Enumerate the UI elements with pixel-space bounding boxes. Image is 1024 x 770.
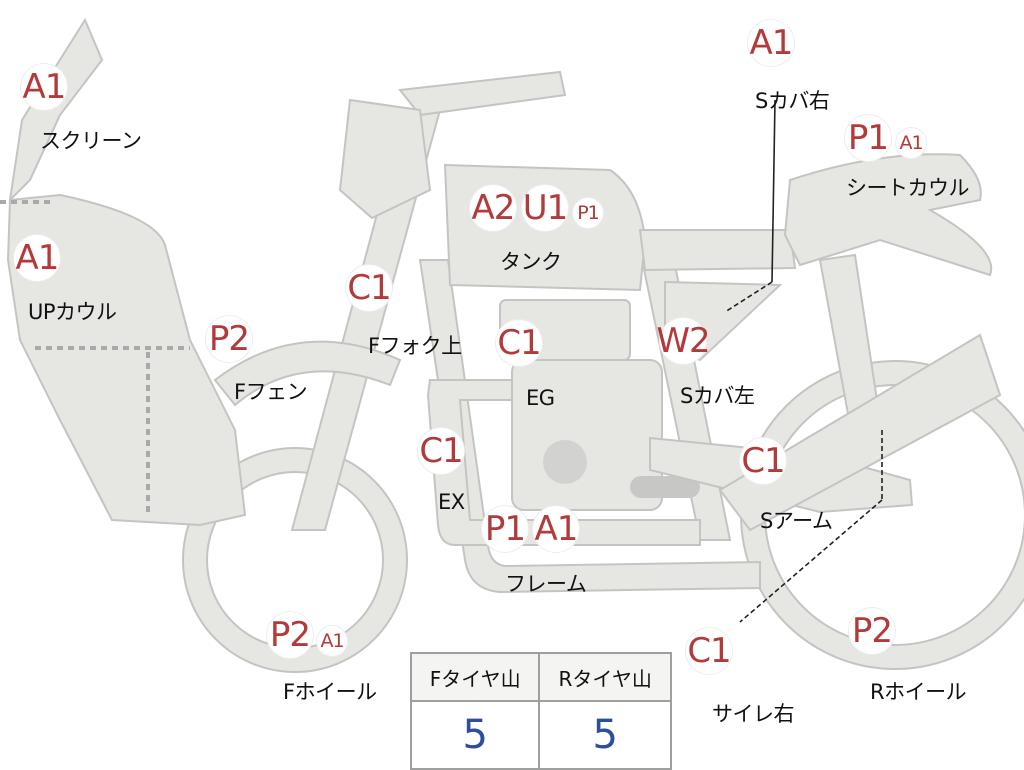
grade-badge: P1: [482, 506, 528, 552]
grade-badge: C1: [740, 438, 786, 484]
grade-badge: A1: [896, 128, 926, 158]
grade-badge: P2: [267, 612, 313, 658]
front-tire-tread-value: 5: [409, 700, 541, 770]
tire-tread-table: Fタイヤ山 Rタイヤ山 5 5: [409, 652, 672, 770]
front-tire-tread-header: Fタイヤ山: [409, 652, 541, 702]
headlight-shape: [338, 98, 432, 220]
grade-badge: W2: [656, 318, 711, 364]
part-label: Fフェン: [234, 380, 308, 404]
muffler-shape: [718, 333, 1002, 532]
part-label: Rホイール: [870, 680, 967, 704]
grade-badge: A1: [21, 64, 67, 110]
part-label: Fホイール: [283, 680, 377, 704]
part-label: EX: [438, 490, 465, 514]
part-label: Sカバ左: [680, 384, 755, 408]
part-label: サイレ右: [712, 702, 795, 726]
grade-badge: C1: [346, 265, 392, 311]
part-label: Sカバ右: [755, 89, 830, 113]
rear-tire-tread-value: 5: [538, 700, 672, 770]
grade-badge: P1: [845, 115, 891, 161]
upper-cowl-shape: [6, 193, 247, 527]
part-label: スクリーン: [40, 129, 142, 153]
part-label: Fフォク上: [368, 334, 462, 358]
part-label: UPカウル: [28, 300, 117, 324]
part-label: EG: [526, 386, 555, 410]
part-label: シートカウル: [846, 176, 970, 200]
seat-shape: [638, 229, 797, 272]
grade-badge: A1: [317, 626, 347, 656]
part-label: フレーム: [505, 572, 587, 596]
rear-tire-tread-header: Rタイヤ山: [538, 652, 672, 702]
front-fender-shape: [213, 340, 402, 407]
grade-badge: A2: [470, 185, 516, 231]
part-label: Sアーム: [760, 509, 833, 533]
screen-shape: [8, 17, 104, 203]
grade-badge: P1: [573, 198, 603, 228]
part-label: タンク: [500, 250, 562, 274]
handlebar-shape: [398, 70, 567, 117]
grade-badge: P2: [206, 316, 252, 362]
grade-badge: P2: [849, 608, 895, 654]
grade-badge: A1: [533, 506, 579, 552]
grade-badge: U1: [522, 185, 568, 231]
grade-badge: C1: [686, 628, 732, 674]
grade-badge: C1: [418, 428, 464, 474]
grade-badge: C1: [496, 320, 542, 366]
grade-badge: A1: [14, 235, 60, 281]
grade-badge: A1: [748, 20, 794, 66]
